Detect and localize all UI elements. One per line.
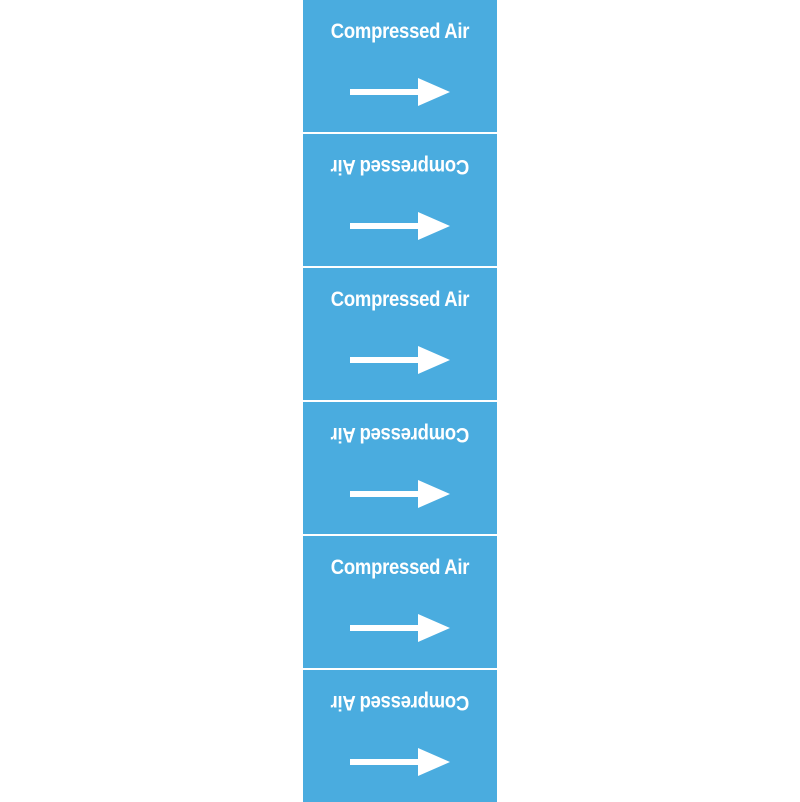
marker-label: Compressed Air xyxy=(330,288,470,311)
arrow-right-icon xyxy=(350,480,450,508)
marker-label: Compressed Air xyxy=(330,155,470,178)
marker-segment: Compressed Air xyxy=(303,268,497,400)
marker-segment: Compressed Air xyxy=(303,670,497,802)
marker-label: Compressed Air xyxy=(330,20,470,43)
marker-segment: Compressed Air xyxy=(303,0,497,132)
arrow-right-icon xyxy=(350,346,450,374)
marker-label: Compressed Air xyxy=(330,423,470,446)
marker-label: Compressed Air xyxy=(330,556,470,579)
marker-segment: Compressed Air xyxy=(303,134,497,266)
arrow-right-icon xyxy=(350,78,450,106)
pipe-marker-strip: Compressed Air Compressed Air Compressed… xyxy=(303,0,497,802)
marker-segment: Compressed Air xyxy=(303,536,497,668)
arrow-right-icon xyxy=(350,614,450,642)
marker-segment: Compressed Air xyxy=(303,402,497,534)
arrow-right-icon xyxy=(350,748,450,776)
arrow-right-icon xyxy=(350,212,450,240)
marker-label: Compressed Air xyxy=(330,691,470,714)
